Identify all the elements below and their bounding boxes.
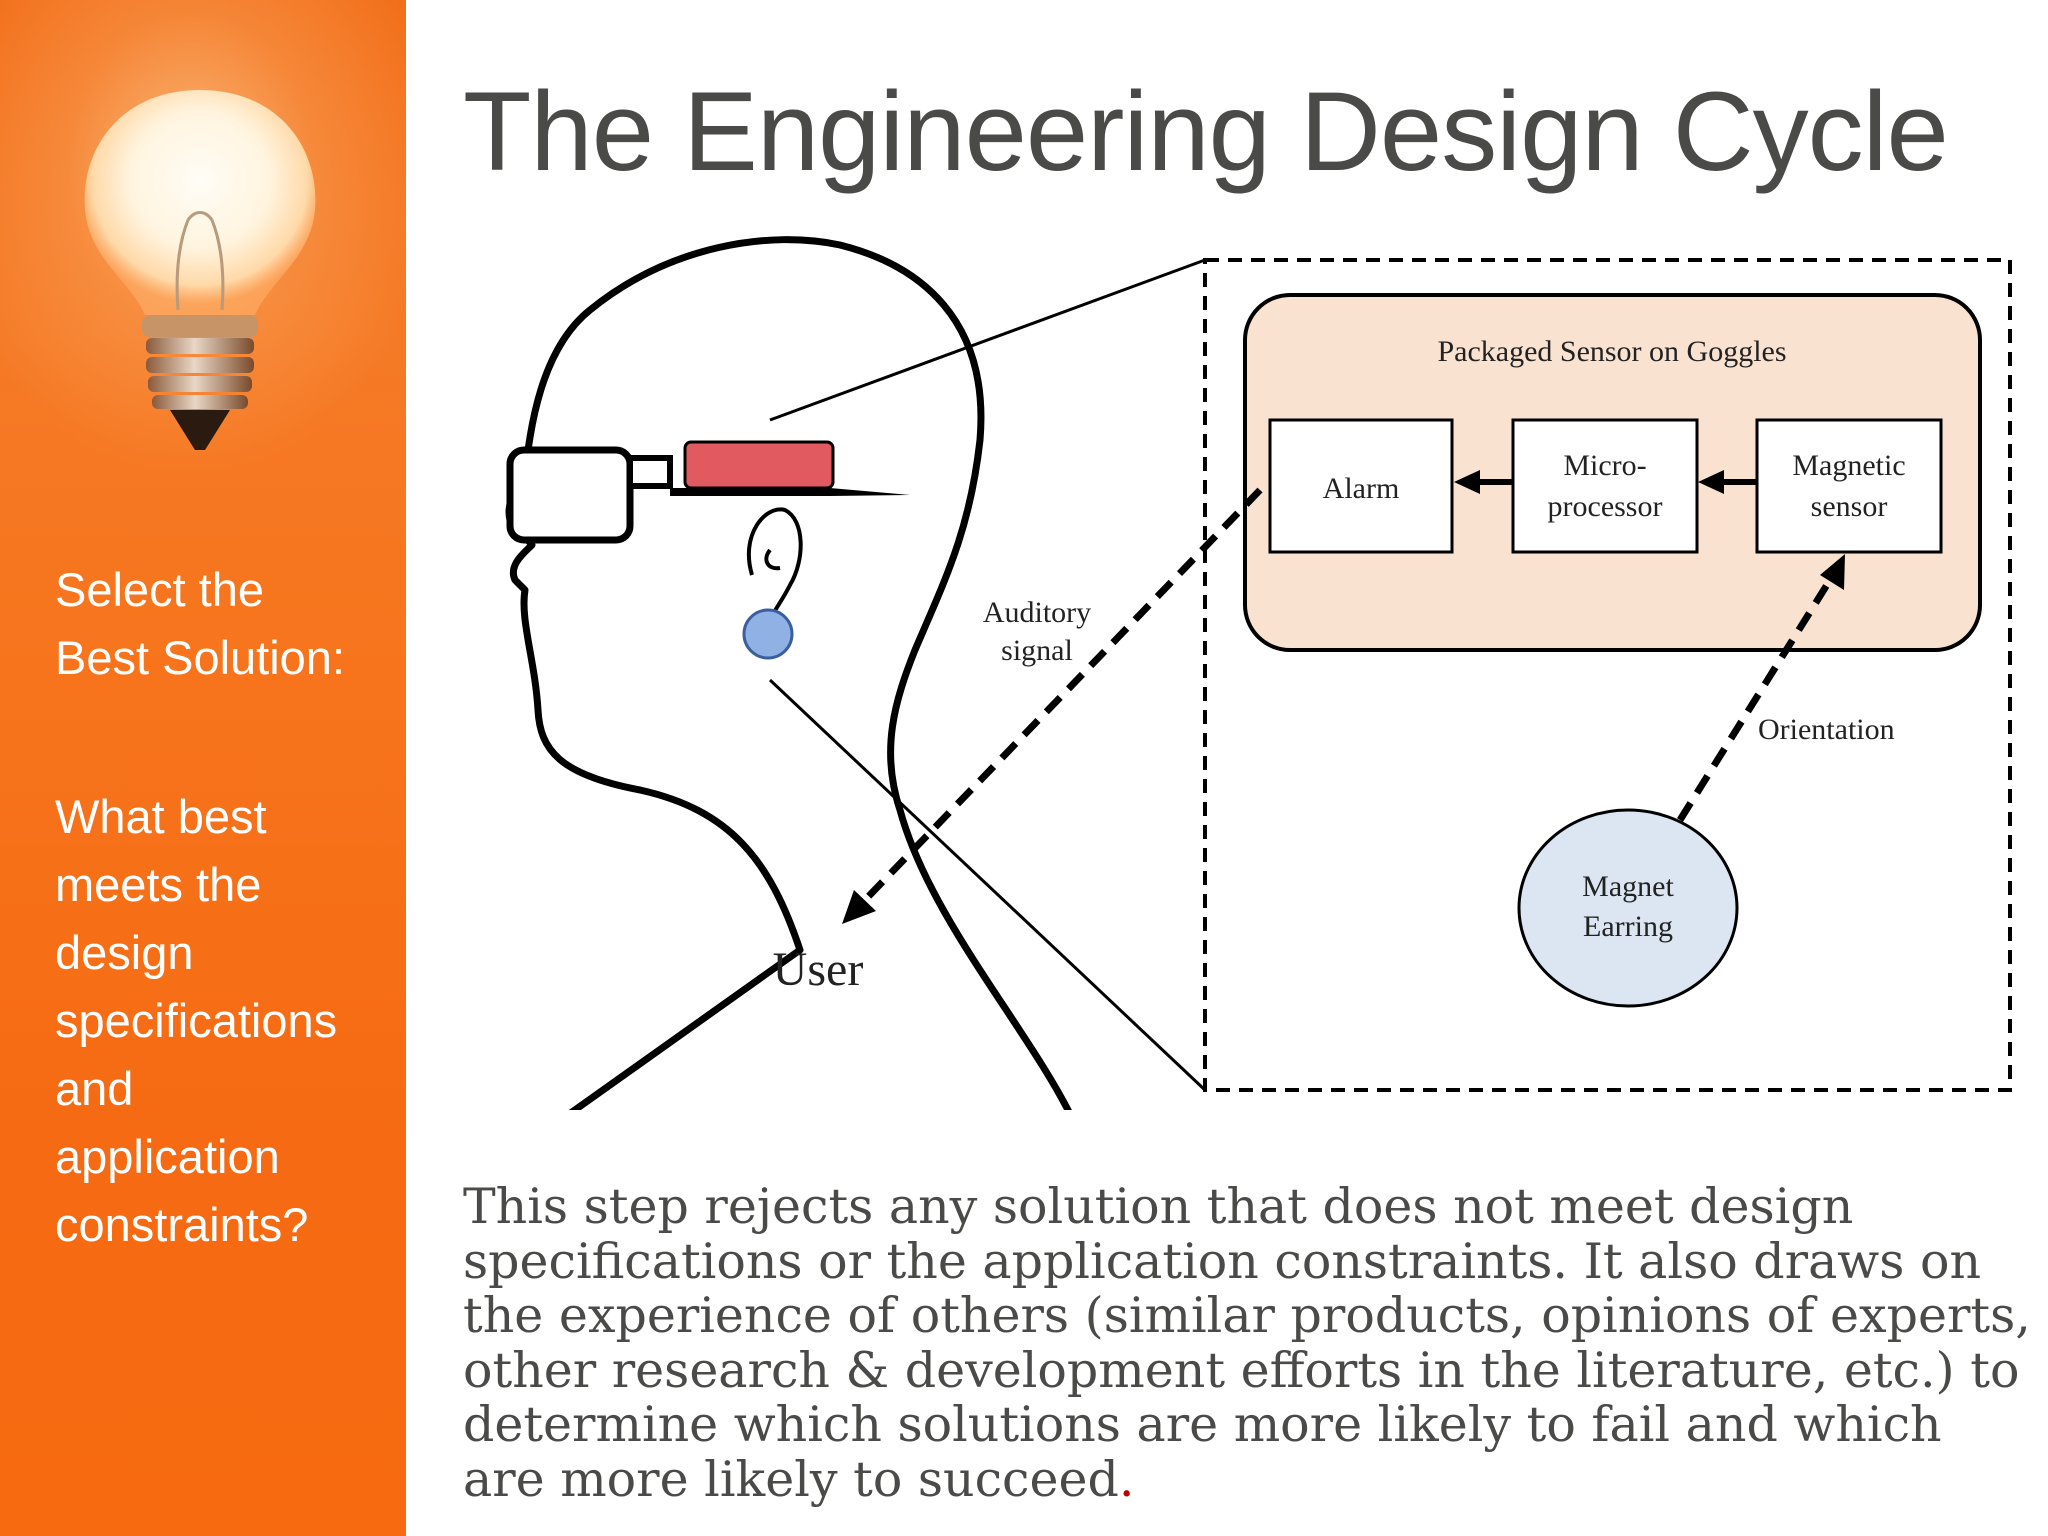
sidebar-question-line: application xyxy=(55,1130,280,1183)
magnet-earring-label-line: Magnet xyxy=(1582,870,1674,903)
sidebar-heading-line: Select the xyxy=(55,563,265,616)
sidebar-question-line: design xyxy=(55,926,194,979)
microprocessor-block xyxy=(1511,418,1699,554)
magnet-earring-label-line: Earring xyxy=(1583,910,1673,943)
magnet-earring-node xyxy=(1517,808,1739,1008)
arrowhead xyxy=(1454,470,1480,494)
magnetic-sensor-block xyxy=(1755,418,1943,554)
body-end-mark: . xyxy=(1118,1450,1135,1508)
magnetic-sensor-label-line: Magnetic xyxy=(1792,449,1905,482)
orientation-arrow xyxy=(1677,578,1833,822)
alarm-label: Alarm xyxy=(1323,472,1400,505)
arrowhead xyxy=(842,890,876,924)
lightbulb-icon xyxy=(84,90,316,450)
body-text: This step rejects any solution that does… xyxy=(463,1178,2031,1508)
sidebar-heading-line: Best Solution: xyxy=(55,631,346,684)
microprocessor-label-line: Micro- xyxy=(1563,449,1646,482)
package-label: Packaged Sensor on Goggles xyxy=(1437,335,1786,368)
sidebar-question-line: meets the xyxy=(55,858,262,911)
sidebar-question: What best meets the design specification… xyxy=(55,783,395,1259)
user-label: User xyxy=(773,943,864,996)
sidebar-question-line: What best xyxy=(55,790,267,843)
body-paragraph: This step rejects any solution that does… xyxy=(463,1178,2033,1508)
alarm-block xyxy=(1268,418,1454,554)
sidebar-question-line: constraints? xyxy=(55,1198,309,1251)
goggle-bridge xyxy=(627,455,673,489)
zoom-frame xyxy=(1203,258,2012,1092)
zoom-line-bottom xyxy=(768,678,1207,1092)
auditory-signal-label-line: signal xyxy=(1001,634,1073,667)
magnetic-sensor-label-line: sensor xyxy=(1811,490,1888,523)
orientation-label: Orientation xyxy=(1758,713,1895,746)
sidebar-heading: Select the Best Solution: xyxy=(55,556,395,692)
sidebar: Select the Best Solution: What best meet… xyxy=(0,0,406,1536)
arrowhead xyxy=(1820,554,1845,590)
goggle-lens xyxy=(506,446,634,544)
auditory-signal-label-line: Auditory xyxy=(983,596,1091,629)
page-title: The Engineering Design Cycle xyxy=(463,69,1949,194)
microprocessor-label-line: processor xyxy=(1548,490,1663,523)
ear-outline xyxy=(746,507,803,631)
auditory-signal-arrow xyxy=(862,487,1263,903)
goggle-sensor-block xyxy=(683,440,835,490)
sensor-goggles-diagram: Packaged Sensor on Goggles Alarm Micro- … xyxy=(505,236,2012,1110)
arrowhead xyxy=(1698,470,1724,494)
goggle-strap xyxy=(670,488,910,496)
sidebar-question-line: and xyxy=(55,1062,134,1115)
earring-dot xyxy=(742,608,794,660)
head-outline xyxy=(505,236,1072,1110)
zoom-line-top xyxy=(769,258,1206,422)
sidebar-question-line: specifications xyxy=(55,994,338,1047)
